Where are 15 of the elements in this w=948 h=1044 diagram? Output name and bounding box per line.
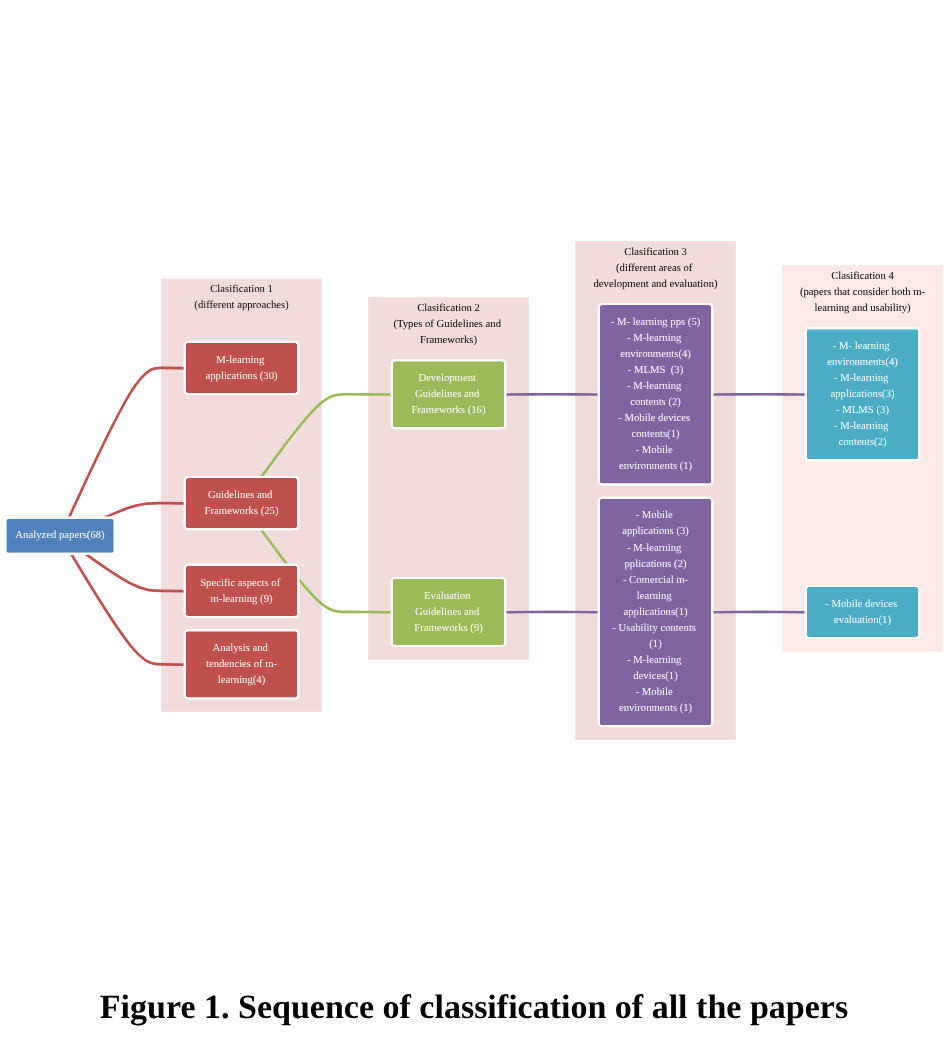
connector (85, 552, 186, 593)
cluster (575, 240, 736, 740)
connector (505, 392, 600, 396)
connector (67, 366, 186, 519)
connector (712, 392, 807, 396)
connector (505, 610, 600, 614)
connector (102, 501, 186, 519)
connector (70, 553, 186, 666)
cluster (161, 278, 322, 712)
cluster (782, 264, 943, 652)
connector (712, 610, 807, 614)
connector (259, 392, 393, 478)
connector (259, 528, 393, 614)
figure-caption: Figure 1. Sequence of classification of all the papers (97, 986, 851, 1030)
cluster (368, 296, 529, 660)
